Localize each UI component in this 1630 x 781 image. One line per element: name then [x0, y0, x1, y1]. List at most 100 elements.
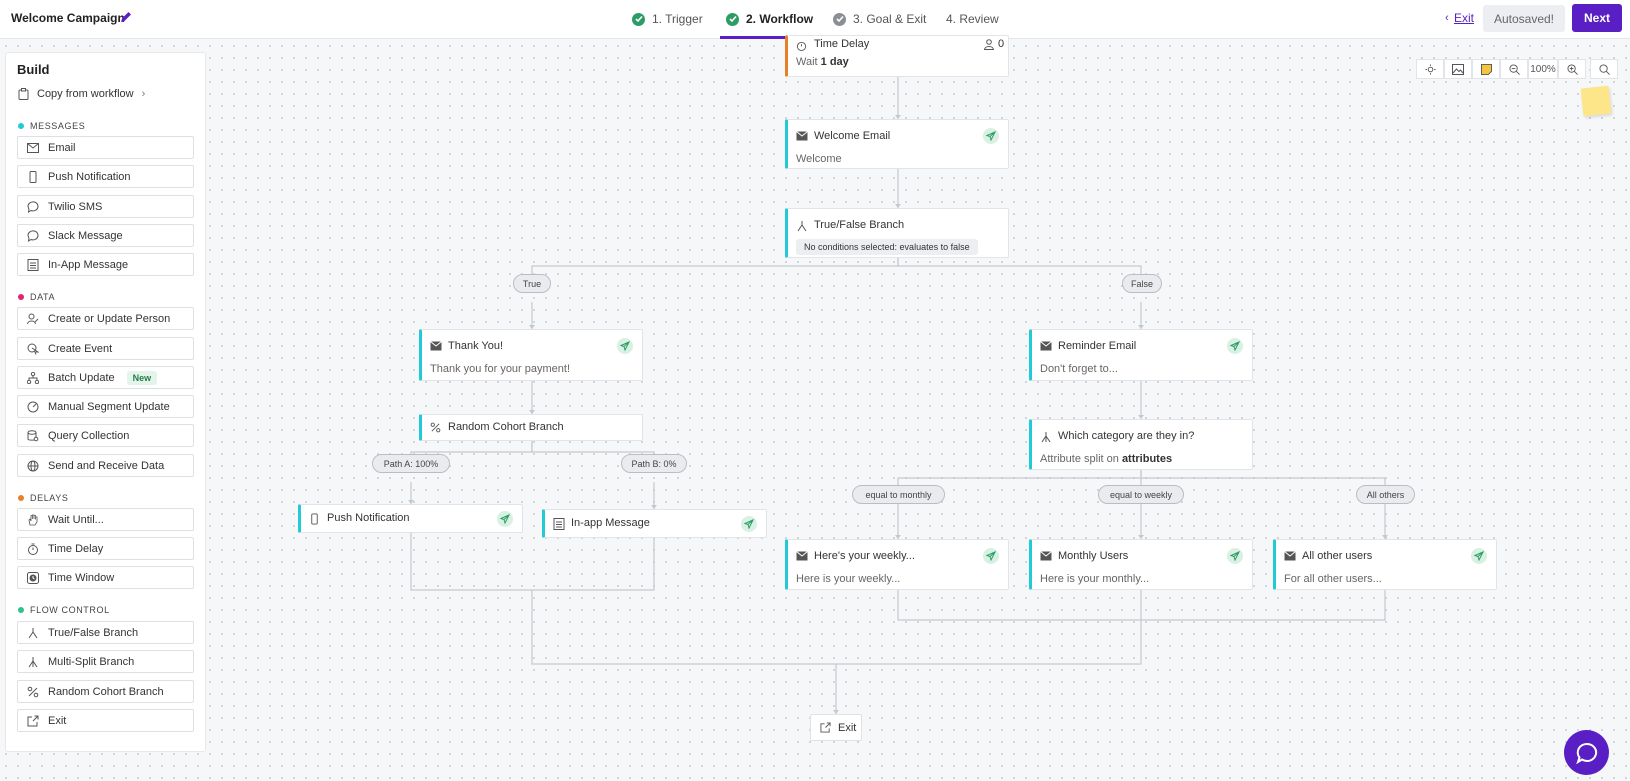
sidebar-item-slack-message[interactable]: Slack Message — [17, 224, 194, 247]
chat-bubble-icon — [1575, 742, 1597, 764]
exit-link[interactable]: Exit — [1454, 11, 1475, 25]
sidebar-item-query-collection[interactable]: Query Collection — [17, 424, 194, 447]
envelope-icon — [796, 131, 808, 141]
sidebar-item-create-event[interactable]: Create Event — [17, 337, 194, 360]
stopwatch-icon — [28, 543, 38, 555]
sidebar-item-batch-update[interactable]: Batch Update New — [17, 366, 194, 389]
active-step-underline — [720, 36, 814, 39]
node-subtitle: Here is your monthly... — [1040, 573, 1150, 585]
sun-icon[interactable] — [1416, 59, 1444, 79]
sidebar-item-push-notification[interactable]: Push Notification — [17, 165, 194, 188]
chat-bubble-icon — [27, 200, 39, 213]
node-title: Push Notification — [327, 512, 410, 524]
sidebar-item-email[interactable]: Email — [17, 136, 194, 159]
step-workflow[interactable]: 2. Workflow — [726, 10, 813, 28]
sidebar-item-create-update-person[interactable]: Create or Update Person — [17, 307, 194, 330]
node-in-app-message[interactable]: In-app Message — [542, 509, 767, 538]
envelope-icon — [1040, 551, 1052, 561]
node-reminder-email[interactable]: Reminder Email Don't forget to... — [1029, 329, 1253, 381]
section-label: DATA — [30, 292, 56, 302]
node-title: Random Cohort Branch — [448, 421, 564, 433]
node-title: Here's your weekly... — [814, 550, 915, 562]
hand-stop-icon — [28, 514, 38, 525]
sidebar-item-wait-until[interactable]: Wait Until... — [17, 508, 194, 531]
cursor-click-icon — [27, 343, 39, 355]
node-welcome-email[interactable]: Welcome Email Welcome — [785, 119, 1009, 169]
sidebar-item-label: Twilio SMS — [48, 200, 103, 213]
sidebar-item-label: Time Delay — [48, 542, 104, 555]
sidebar-item-twilio-sms[interactable]: Twilio SMS — [17, 195, 194, 218]
node-subtitle: Wait 1 day — [796, 56, 849, 68]
globe-icon — [27, 460, 39, 471]
edit-pencil-icon[interactable] — [119, 10, 133, 24]
node-subtitle: Welcome — [796, 153, 842, 165]
sidebar-item-send-receive-data[interactable]: Send and Receive Data — [17, 454, 194, 477]
copy-from-workflow-link[interactable]: Copy from workflow › — [18, 88, 145, 100]
paper-plane-icon — [497, 511, 513, 527]
section-dot — [18, 495, 24, 501]
node-multi-split-category[interactable]: Which category are they in? Attribute sp… — [1029, 419, 1253, 470]
sidebar-item-multi-split-branch[interactable]: Multi-Split Branch — [17, 650, 194, 673]
wait-value: 1 day — [820, 56, 849, 68]
sidebar-item-label: Wait Until... — [48, 513, 104, 526]
sidebar-item-label: In-App Message — [48, 258, 129, 271]
node-true-false-branch[interactable]: True/False Branch No conditions selected… — [785, 208, 1009, 258]
node-title: Thank You! — [448, 340, 504, 352]
check-circle-icon — [833, 12, 846, 26]
paper-plane-icon — [983, 548, 999, 564]
zoom-in-icon[interactable] — [1558, 59, 1586, 79]
step-review[interactable]: 4. Review — [946, 10, 999, 28]
node-subtitle: Don't forget to... — [1040, 363, 1118, 375]
step-goal-exit[interactable]: 3. Goal & Exit — [833, 10, 926, 28]
image-icon[interactable] — [1444, 59, 1472, 79]
sidebar-item-label: Multi-Split Branch — [48, 655, 135, 668]
sidebar-item-manual-segment-update[interactable]: Manual Segment Update — [17, 395, 194, 418]
node-all-others-email[interactable]: All other users For all other users... — [1273, 539, 1497, 590]
sidebar-item-in-app-message[interactable]: In-App Message — [17, 253, 194, 276]
condition-pill: No conditions selected: evaluates to fal… — [796, 239, 978, 255]
node-time-delay[interactable]: Time Delay 0 Wait 1 day — [785, 35, 1009, 77]
sidebar-item-random-cohort-branch[interactable]: Random Cohort Branch — [17, 680, 194, 703]
clock-window-icon — [27, 571, 39, 584]
node-title: All other users — [1302, 550, 1373, 562]
node-thank-you-email[interactable]: Thank You! Thank you for your payment! — [419, 329, 643, 381]
envelope-icon — [1284, 551, 1296, 561]
split-prefix: Attribute split on — [1040, 453, 1119, 465]
node-random-cohort-branch[interactable]: Random Cohort Branch — [419, 414, 643, 441]
paper-plane-icon — [617, 338, 633, 354]
hierarchy-icon — [27, 371, 39, 384]
node-monthly-email[interactable]: Monthly Users Here is your monthly... — [1029, 539, 1253, 590]
segment-icon — [27, 401, 39, 412]
chat-support-button[interactable] — [1564, 730, 1609, 775]
person-icon — [984, 39, 994, 50]
campaign-title: Welcome Campaign — [11, 11, 125, 25]
check-circle-icon — [726, 12, 739, 26]
sidebar-item-true-false-branch[interactable]: True/False Branch — [17, 621, 194, 644]
sidebar-item-time-delay[interactable]: Time Delay — [17, 537, 194, 560]
build-sidebar: Build Copy from workflow › MESSAGES Emai… — [5, 52, 206, 752]
zoom-out-icon[interactable] — [1500, 59, 1528, 79]
branch-label-true: True — [513, 274, 551, 293]
node-title: Welcome Email — [814, 130, 891, 142]
step-trigger[interactable]: 1. Trigger — [632, 10, 703, 28]
zoom-level: 100% — [1528, 59, 1558, 79]
top-bar: Welcome Campaign 1. Trigger 2. Workflow … — [0, 0, 1630, 39]
autosaved-status: Autosaved! — [1483, 5, 1565, 32]
sidebar-item-time-window[interactable]: Time Window — [17, 566, 194, 589]
envelope-icon — [27, 142, 39, 153]
mobile-phone-icon — [311, 513, 318, 525]
sticky-note[interactable] — [1580, 85, 1612, 117]
next-button[interactable]: Next — [1572, 4, 1622, 32]
person-edit-icon — [27, 313, 39, 324]
sidebar-item-exit[interactable]: Exit — [17, 709, 194, 732]
node-title: Which category are they in? — [1058, 430, 1195, 442]
node-exit[interactable]: Exit — [810, 714, 862, 741]
sidebar-title: Build — [17, 62, 50, 77]
sticky-note-icon[interactable] — [1472, 59, 1500, 79]
section-dot — [18, 123, 24, 129]
paper-plane-icon — [1227, 548, 1243, 564]
search-icon[interactable] — [1590, 59, 1618, 79]
mobile-phone-icon — [29, 170, 37, 183]
node-weekly-email[interactable]: Here's your weekly... Here is your weekl… — [785, 539, 1009, 590]
node-push-notification[interactable]: Push Notification — [298, 504, 523, 533]
